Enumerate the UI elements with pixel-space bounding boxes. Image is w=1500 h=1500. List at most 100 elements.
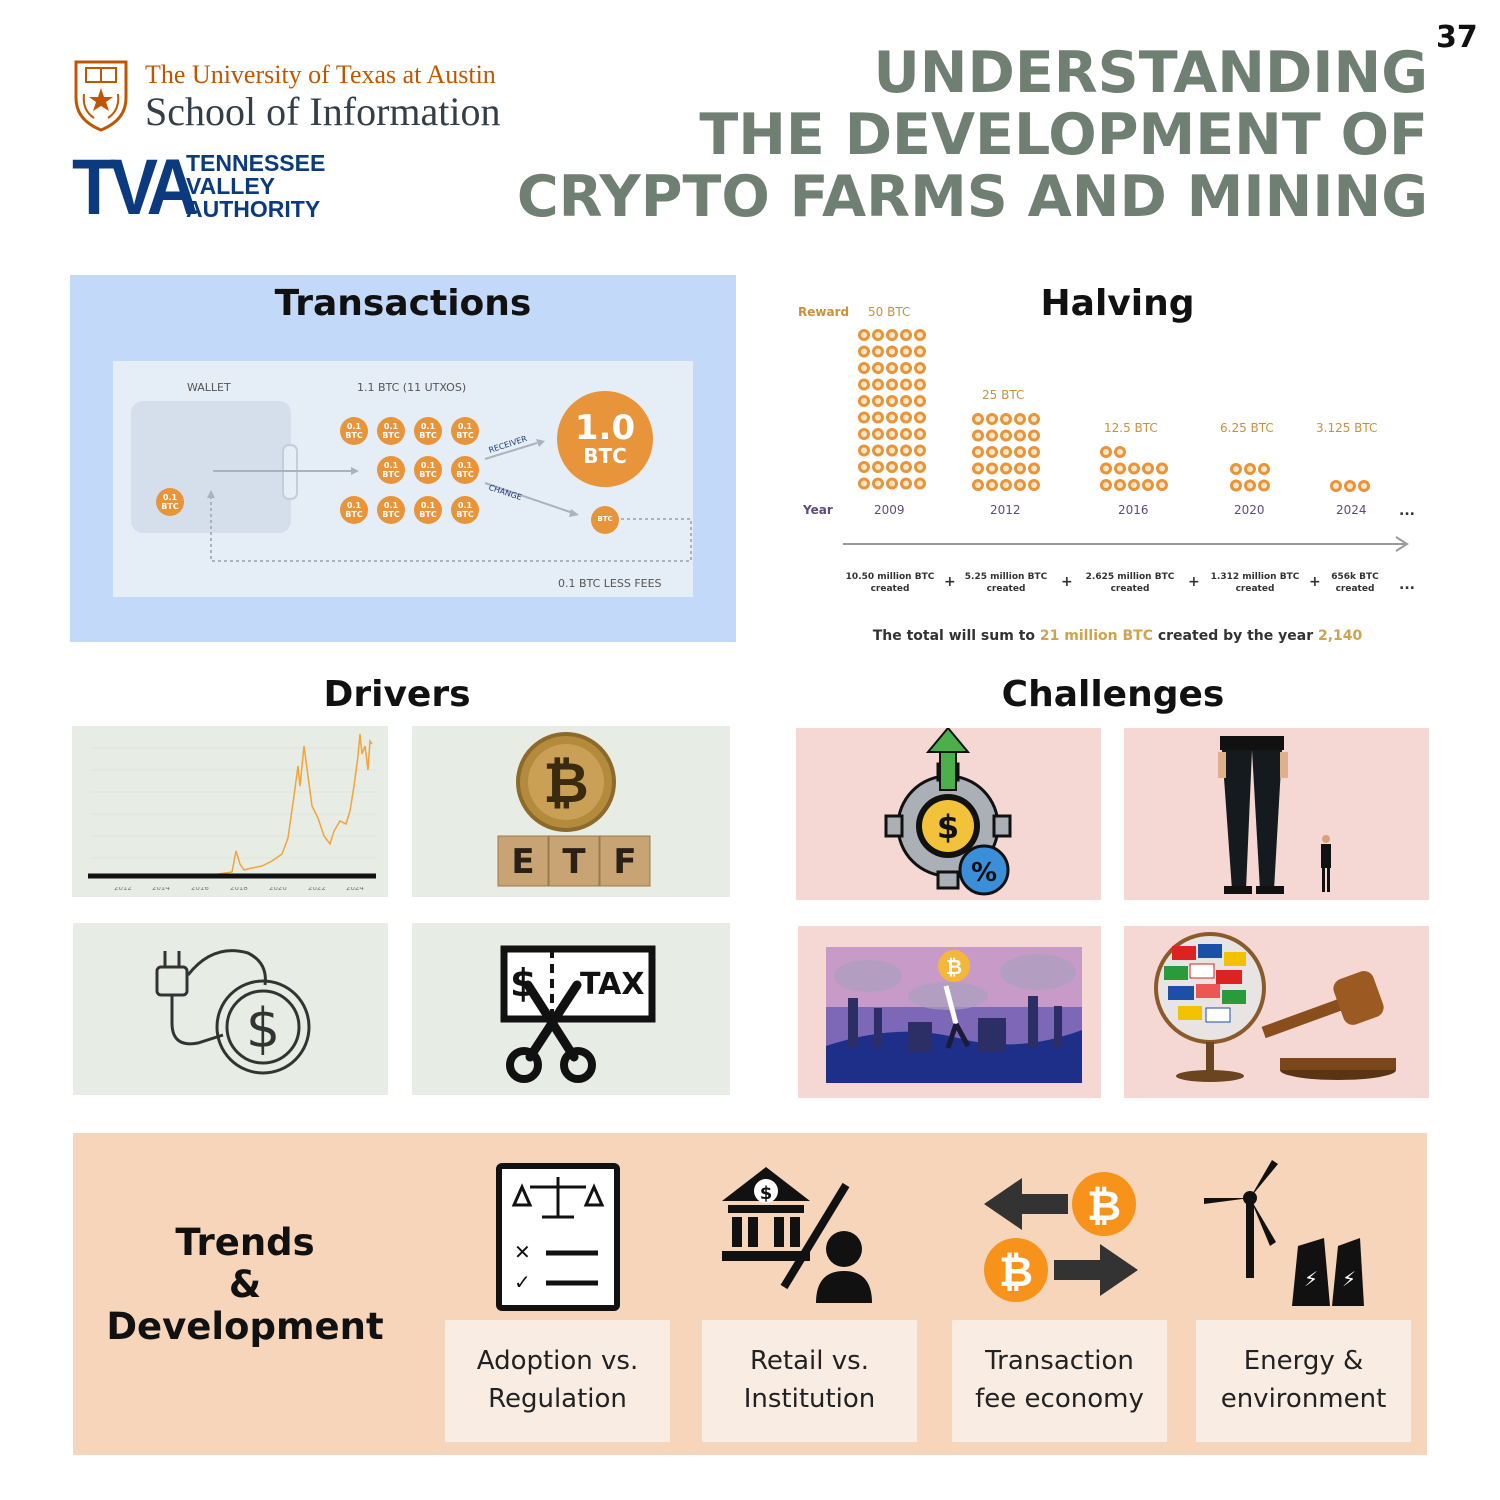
reward-2020: 6.25 BTC [1220,421,1274,435]
receiver-coin: 1.0 BTC [557,391,653,487]
svg-text:%: % [971,858,997,888]
price-chart-icon [88,733,377,879]
halving-coin-center [861,398,867,404]
trends-title-line: Development [106,1305,384,1348]
halving-coin-center [903,431,909,437]
total-prefix: The total will sum to [872,628,1040,644]
svg-text:$: $ [760,1183,773,1204]
halving-coin-center [903,480,909,487]
halving-coin-center [975,449,981,455]
coin-unit: BTC [382,431,400,440]
coin-value: 0.1 [457,461,473,470]
svg-text:₿: ₿ [946,955,962,979]
coin-unit: BTC [419,510,437,519]
coin-value: 0.1 [346,501,362,510]
coin-value: 0.1 [346,422,362,431]
halving-coin-center [1017,482,1023,488]
trend-label-line: Retail vs. [750,1346,869,1376]
coin-value: 0.1 [383,501,399,510]
halving-coin-center [889,480,895,487]
halving-coin-center [875,464,881,470]
trend-label-line: Energy & [1243,1346,1364,1376]
halving-coin-center [917,332,923,338]
coin-unit: BTC [419,431,437,440]
coin-unit: BTC [382,510,400,519]
title-line: UNDERSTANDING [873,40,1428,106]
pollution-tile: ₿ [798,926,1101,1098]
halving-coin-center [1017,416,1023,422]
coin-value: 0.1 [383,422,399,431]
halving-coin-center [1347,483,1353,489]
halving-coin-center [989,432,995,439]
bitcoin-price-chart-tile: 2012 2014 2016 2018 2020 2022 2024 [72,726,388,897]
tax-scissors-icon [500,945,656,1083]
title-line: THE DEVELOPMENT OF [699,102,1428,168]
halving-coin-center [903,414,909,421]
wind-turbine-battery-icon: ⚡ ⚡ [1204,1160,1364,1306]
etf-letter: E [511,842,535,882]
bitcoin-etf-tile: ₿ E T F [412,726,730,897]
coin-value: 0.1 [420,501,436,510]
halving-coin-center [903,332,909,338]
total-year: 2,140 [1317,628,1363,644]
coin-value: 0.1 [383,461,399,470]
halving-coin-center [889,464,895,470]
etf-letter: T [562,842,586,882]
plug-dollar-icon: $ [155,949,311,1075]
tva-logo: TVA [72,143,199,232]
coin-unit: BTC [456,431,474,440]
halving-coin-center [1159,482,1165,488]
halving-coin-center [989,416,995,422]
halving-coin-center [889,348,895,355]
plus-sign: + [1309,574,1321,590]
reward-2024: 3.125 BTC [1316,421,1378,435]
halving-coin-center [903,348,909,355]
trend-label-line: fee economy [975,1384,1144,1414]
svg-text:⚡: ⚡ [1304,1267,1318,1291]
trends-title-line: & [228,1263,262,1306]
tax-label: TAX [580,967,645,1002]
factory-pollution-icon: ₿ [826,947,1082,1083]
timeline-arrow [843,536,1409,552]
halving-coin-center [889,431,895,437]
total-mid: created by the year [1152,628,1318,644]
chart-year-tick: 2022 [308,887,326,892]
halving-coin-center [1103,465,1109,472]
halving-coin-center [861,447,867,454]
svg-text:₿: ₿ [543,751,589,816]
tva-name-line: AUTHORITY [186,196,321,222]
halving-coin-center [1117,482,1123,488]
receiver-unit: BTC [583,444,627,468]
bitcoin-etf-icon: ₿ [497,732,651,887]
trends-title-line: Trends [175,1221,315,1264]
halving-coin-center [889,365,895,371]
svg-text:✕: ✕ [514,1240,531,1264]
halving-coin-center [1031,482,1037,488]
halving-coin-center [1333,483,1339,489]
halving-coin-center [861,348,867,355]
halving-coin-center [875,447,881,454]
halving-coin-center [1031,432,1037,439]
coin-value: 0.1 [162,493,178,502]
created-ellipsis: ... [1399,577,1415,593]
halving-coin-center [889,414,895,421]
halving-coin-center [903,398,909,404]
halving-coin-center [1233,482,1239,489]
halving-coin-center [917,381,923,388]
school-name: School of Information [145,89,501,134]
halving-coin-center [861,365,867,371]
fees-label: 0.1 BTC LESS FEES [558,577,662,590]
chart-year-tick: 2020 [269,887,287,892]
coin-value: 0.1 [457,422,473,431]
svg-text:$: $ [937,808,959,846]
halving-coin-center [917,431,923,437]
halving-coin-center [989,482,995,488]
